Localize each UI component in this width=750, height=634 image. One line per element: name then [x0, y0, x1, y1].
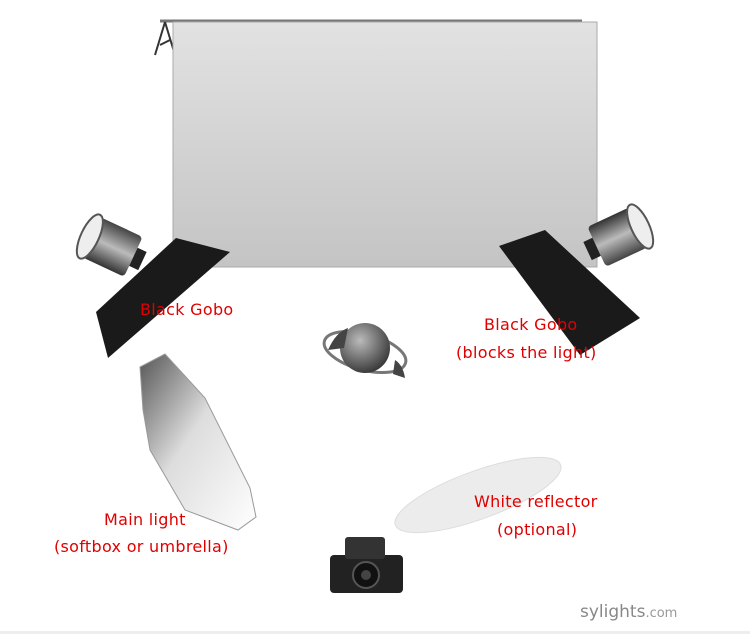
subject — [322, 323, 408, 378]
light-head-right — [583, 203, 655, 266]
label-softbox-or-umbrella: (softbox or umbrella) — [54, 537, 229, 556]
label-white-reflector: White reflector — [474, 492, 598, 511]
backdrop — [154, 19, 598, 268]
gobo-right — [499, 230, 640, 355]
gobo-left — [96, 238, 230, 358]
label-black-gobo-right: Black Gobo — [484, 315, 578, 334]
divider — [0, 631, 750, 634]
label-blocks-the-light: (blocks the light) — [456, 343, 597, 362]
sylights-logo: sylights.com — [580, 602, 678, 622]
reflector — [394, 456, 562, 534]
label-optional: (optional) — [497, 520, 578, 539]
label-black-gobo-left: Black Gobo — [140, 300, 234, 319]
label-main-light: Main light — [104, 510, 186, 529]
camera-icon — [330, 537, 403, 593]
light-head-left — [75, 213, 147, 276]
softbox — [139, 353, 257, 531]
